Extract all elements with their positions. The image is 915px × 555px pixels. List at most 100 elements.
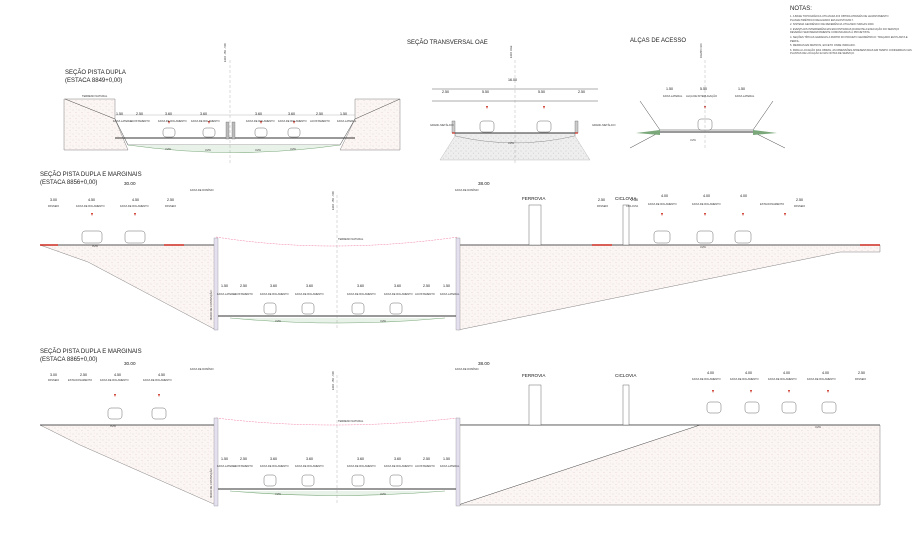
lane-label: ACOSTAMENTO xyxy=(130,120,150,123)
slope-label: i=2% xyxy=(275,320,281,323)
dim-label: 4.00 xyxy=(822,371,829,375)
section-oae-title: SEÇÃO TRANSVERSAL OAE xyxy=(407,40,488,46)
dim-label: 2.50 xyxy=(858,371,865,375)
dim-label: 3.00 xyxy=(50,373,57,377)
lane-label: FAIXA DE ROLAMENTO xyxy=(158,120,187,123)
lane-label: ACOSTAMENTO xyxy=(233,293,253,296)
wall-label: MURO DE CONTENÇÃO xyxy=(210,468,213,498)
guard-label: GRADIL METÁLICO xyxy=(430,124,454,127)
dim-label: 4.00 xyxy=(745,371,752,375)
terrain-label: TERRENO NATURAL xyxy=(82,95,108,98)
lane-label: FAIXA LATERAL xyxy=(663,95,683,98)
lane-label: FAIXA DE ROLAMENTO xyxy=(384,465,413,468)
slope-label: i=2% xyxy=(165,148,171,151)
width-label: 38.00 xyxy=(478,361,490,366)
dim-label: 16.00 xyxy=(508,78,517,82)
embankment-left xyxy=(63,98,129,151)
domain-label: FAIXA DE DOMÍNIO xyxy=(455,189,479,192)
dim-label: 3.60 xyxy=(165,112,172,116)
dim-label: 5.50 xyxy=(482,90,489,94)
dim-label: 4.00 xyxy=(783,371,790,375)
lane-label: FAIXA LATERAL xyxy=(217,293,237,296)
lane-label: FAIXA DE ROLAMENTO xyxy=(692,203,721,206)
lane-label: FAIXA DE ROLAMENTO xyxy=(260,293,289,296)
slope-label: i=2% xyxy=(690,139,696,142)
section-alcas-title: ALÇAS DE ACESSO xyxy=(630,38,687,44)
dim-label: 2.50 xyxy=(631,198,638,202)
lane-label: FAIXA DE ROLAMENTO xyxy=(278,120,307,123)
dim-label: 3.00 xyxy=(50,198,57,202)
dim-label: 2.50 xyxy=(167,198,174,202)
slope-label: i=2% xyxy=(110,425,116,428)
slope-label: i=2% xyxy=(380,320,386,323)
notes-block: NOTAS: 1. A BASE TOPOGRÁFICA UTILIZADA F… xyxy=(790,6,912,57)
section-marginais-2-graphic xyxy=(39,375,881,507)
section-marginais-1-station: (ESTACA 8856+0,00) xyxy=(40,180,98,186)
dim-label: 2.50 xyxy=(578,90,585,94)
lane-label: FAIXA DE ROLAMENTO xyxy=(807,378,836,381)
lane-label: FAIXA DE ROLAMENTO xyxy=(295,293,324,296)
dim-label: 4.50 xyxy=(114,373,121,377)
lane-label: ACOSTAMENTO xyxy=(415,293,435,296)
dim-label: 3.60 xyxy=(394,457,401,461)
lane-label: FAIXA DE ROLAMENTO xyxy=(246,120,275,123)
notes-title: NOTAS: xyxy=(790,6,812,12)
axis-label: EIXO OAE xyxy=(510,45,513,58)
lane-label: PASSEIO xyxy=(597,205,609,208)
dim-label: 1.50 xyxy=(116,112,123,116)
lane-label: FAIXA LATERAL xyxy=(440,293,460,296)
lane-label: FAIXA DE ROLAMENTO xyxy=(384,293,413,296)
dim-label: 4.50 xyxy=(158,373,165,377)
lane-label: FAIXA LATERAL xyxy=(113,120,133,123)
lane-label: PASSEIO xyxy=(855,378,867,381)
lane-label: ACOSTAMENTO xyxy=(415,465,435,468)
width-label: 30.00 xyxy=(124,361,136,366)
dim-label: 4.00 xyxy=(707,371,714,375)
section-marginais-2-station: (ESTACA 8865+0,00) xyxy=(40,357,98,363)
slope-label: i=2% xyxy=(380,493,386,496)
lane-label: FAIXA LATERAL xyxy=(217,465,237,468)
note-item: 2. SISTEMA GEODÉSICO DE REFERÊNCIA UTILI… xyxy=(790,23,875,27)
dim-label: 1.50 xyxy=(443,284,450,288)
ferrovia-label: FERROVIA xyxy=(522,373,546,378)
lane-label: FAIXA DE ROLAMENTO xyxy=(120,205,149,208)
dim-label: 2.50 xyxy=(240,284,247,288)
section-pista-dupla-station: (ESTACA 8849+0,00) xyxy=(65,78,123,84)
domain-label: FAIXA DE DOMÍNIO xyxy=(190,368,214,371)
domain-label: FAIXA DE DOMÍNIO xyxy=(455,368,479,371)
slope-label: i=2% xyxy=(275,493,281,496)
axis-label: EIXO - BR - 509 xyxy=(224,43,227,62)
dim-label: 3.60 xyxy=(306,284,313,288)
lane-label: PASSEIO xyxy=(794,205,806,208)
lane-label: FAIXA DE ROLAMENTO xyxy=(347,465,376,468)
dim-label: 3.60 xyxy=(255,112,262,116)
lane-label: FAIXA DE ROLAMENTO xyxy=(648,203,677,206)
note-item: 5. MEDIDAS EM METROS, EXCETO ONDE INDICA… xyxy=(790,44,856,48)
section-pista-dupla-graphic xyxy=(63,60,401,165)
terrain-label: TERRENO NATURAL xyxy=(338,420,364,423)
lane-label: CICLOVIA xyxy=(626,205,639,208)
lane-label: FAIXA LATERAL xyxy=(735,95,755,98)
dim-label: 4.00 xyxy=(703,194,710,198)
lane-label: FAIXA DE ROLAMENTO xyxy=(100,379,129,382)
slope-label: i=2% xyxy=(508,142,514,145)
slope-label: i=2% xyxy=(700,246,706,249)
lane-label: ALÇA DE INTERLIGAÇÃO xyxy=(686,95,717,98)
ciclovia-label: CICLOVIA xyxy=(615,196,637,201)
dim-label: 2.50 xyxy=(796,198,803,202)
guard-label: GRADIL METÁLICO xyxy=(592,124,616,127)
slope-label: i=2% xyxy=(92,245,98,248)
section-marginais-2-title: SEÇÃO PISTA DUPLA E MARGINAIS xyxy=(40,349,142,355)
dim-label: 1.50 xyxy=(340,112,347,116)
axis-label: EIXO - BR - 509 xyxy=(332,371,335,390)
lane-label: FAIXA DE ROLAMENTO xyxy=(143,379,172,382)
axis-label: EIXO - BR - 509 xyxy=(332,191,335,210)
dim-label: 5.50 xyxy=(700,87,707,91)
dim-label: 1.50 xyxy=(666,87,673,91)
dim-label: 3.60 xyxy=(288,112,295,116)
dim-label: 4.50 xyxy=(132,198,139,202)
domain-label: FAIXA DE DOMÍNIO xyxy=(190,189,214,192)
width-label: 38.00 xyxy=(478,181,490,186)
dim-label: 5.50 xyxy=(538,90,545,94)
note-item: 3. EVENTUAIS INTERFERÊNCIAS ENCONTRADAS … xyxy=(790,27,900,35)
